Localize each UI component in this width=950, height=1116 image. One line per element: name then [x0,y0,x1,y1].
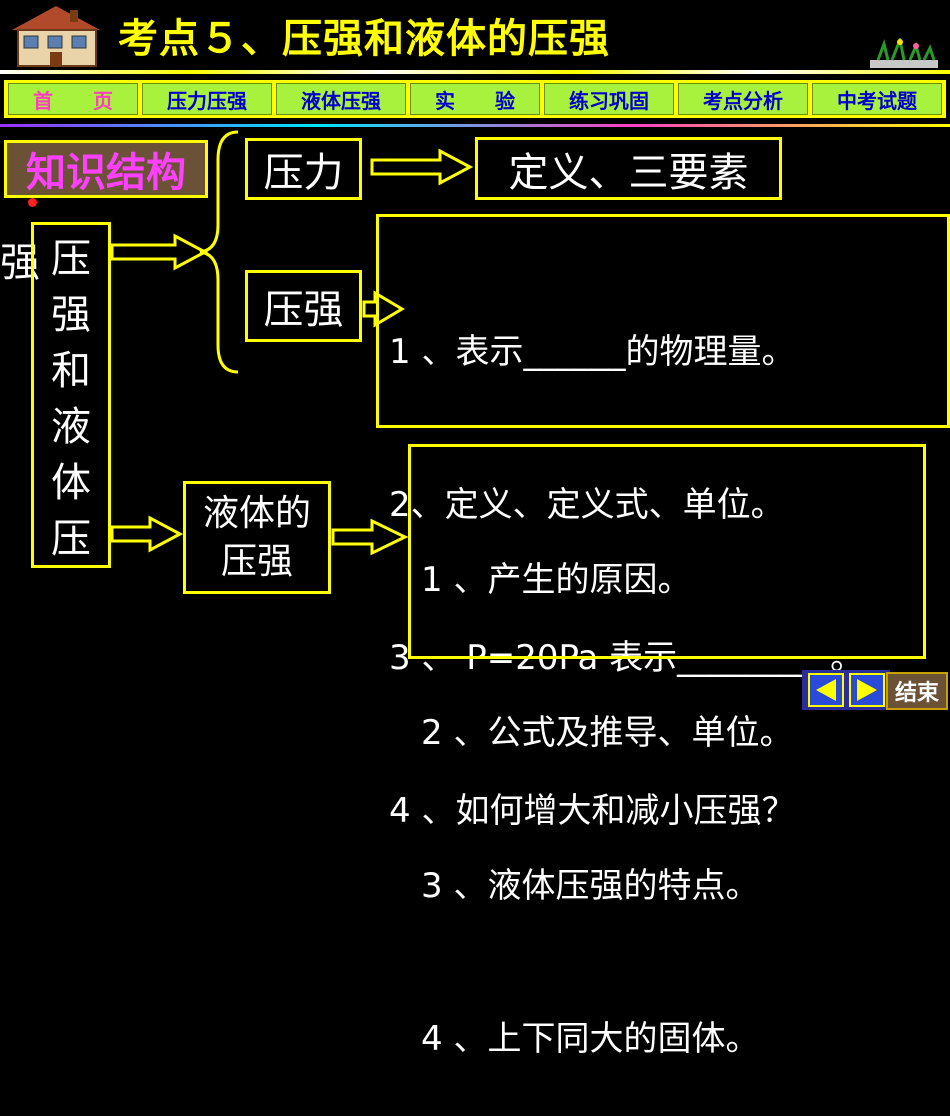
arrow-force-def [370,148,474,186]
section-label: 知识结构 [4,140,208,198]
nav-bar: 首 页 压力压强 液体压强 实 验 练习巩固 考点分析 中考试题 [4,80,946,118]
list-item: 4 、如何增大和减小压强？ [389,791,796,831]
arrow-vert-liquid [110,515,184,553]
topic-box-vertical: 压 强 和 液 体 压 [31,222,111,568]
triangle-right-icon [857,679,877,701]
list-item: 1 、表示______的物理量。 [389,332,796,372]
topic-vertical-text: 压 强 和 液 体 压 [51,236,91,562]
list-item: 1 、产生的原因。 [421,560,692,600]
pressure-list-box: 1 、表示______的物理量。 2、定义、定义式、单位。 3 、 P=20Pa… [376,214,950,831]
nav-exam[interactable]: 中考试题 [812,83,942,115]
nav-home[interactable]: 首 页 [8,83,138,115]
header-divider [0,70,950,74]
end-show-button[interactable]: 结束 [886,672,948,710]
triangle-left-icon [816,679,836,701]
list-item: 3 、液体压强的特点。 [421,866,760,906]
liquid-list-box: 1 、产生的原因。 2 、公式及推导、单位。 3 、液体压强的特点。 4 、上下… [408,444,926,1059]
arrow-liquid-list [331,518,409,556]
pressure-force-definition-box: 定义、三要素 [475,137,782,200]
pressure-box: 压强 [245,270,362,342]
list-item: 2、定义、定义式、单位。 [389,485,785,525]
nav-practice[interactable]: 练习巩固 [544,83,674,115]
nav-analysis[interactable]: 考点分析 [678,83,808,115]
arrow-pressure-list [362,290,405,328]
diagram-connectors [110,130,474,556]
arrow-vert-brace [110,233,209,271]
list-item: 2 、公式及推导、单位。 [421,713,794,753]
liquid-pressure-box: 液体的 压强 [183,481,331,594]
next-slide-button[interactable] [849,673,885,707]
brace-icon [199,130,239,374]
list-item: 4 、上下同大的固体。 [421,1019,760,1059]
nav-liquid-pressure[interactable]: 液体压强 [276,83,406,115]
house-icon [12,6,100,67]
nav-divider [0,124,950,127]
arrow-icons [110,148,474,556]
nav-pressure-force[interactable]: 压力压强 [142,83,272,115]
plant-icon [870,38,938,68]
prev-slide-button[interactable] [808,673,844,707]
pressure-force-box: 压力 [245,138,362,200]
bullet-dot [28,198,37,207]
nav-experiment[interactable]: 实 验 [410,83,540,115]
liquid-pressure-text: 液体的 压强 [202,493,311,582]
page-title: 考点５、压强和液体的压强 [118,16,610,62]
